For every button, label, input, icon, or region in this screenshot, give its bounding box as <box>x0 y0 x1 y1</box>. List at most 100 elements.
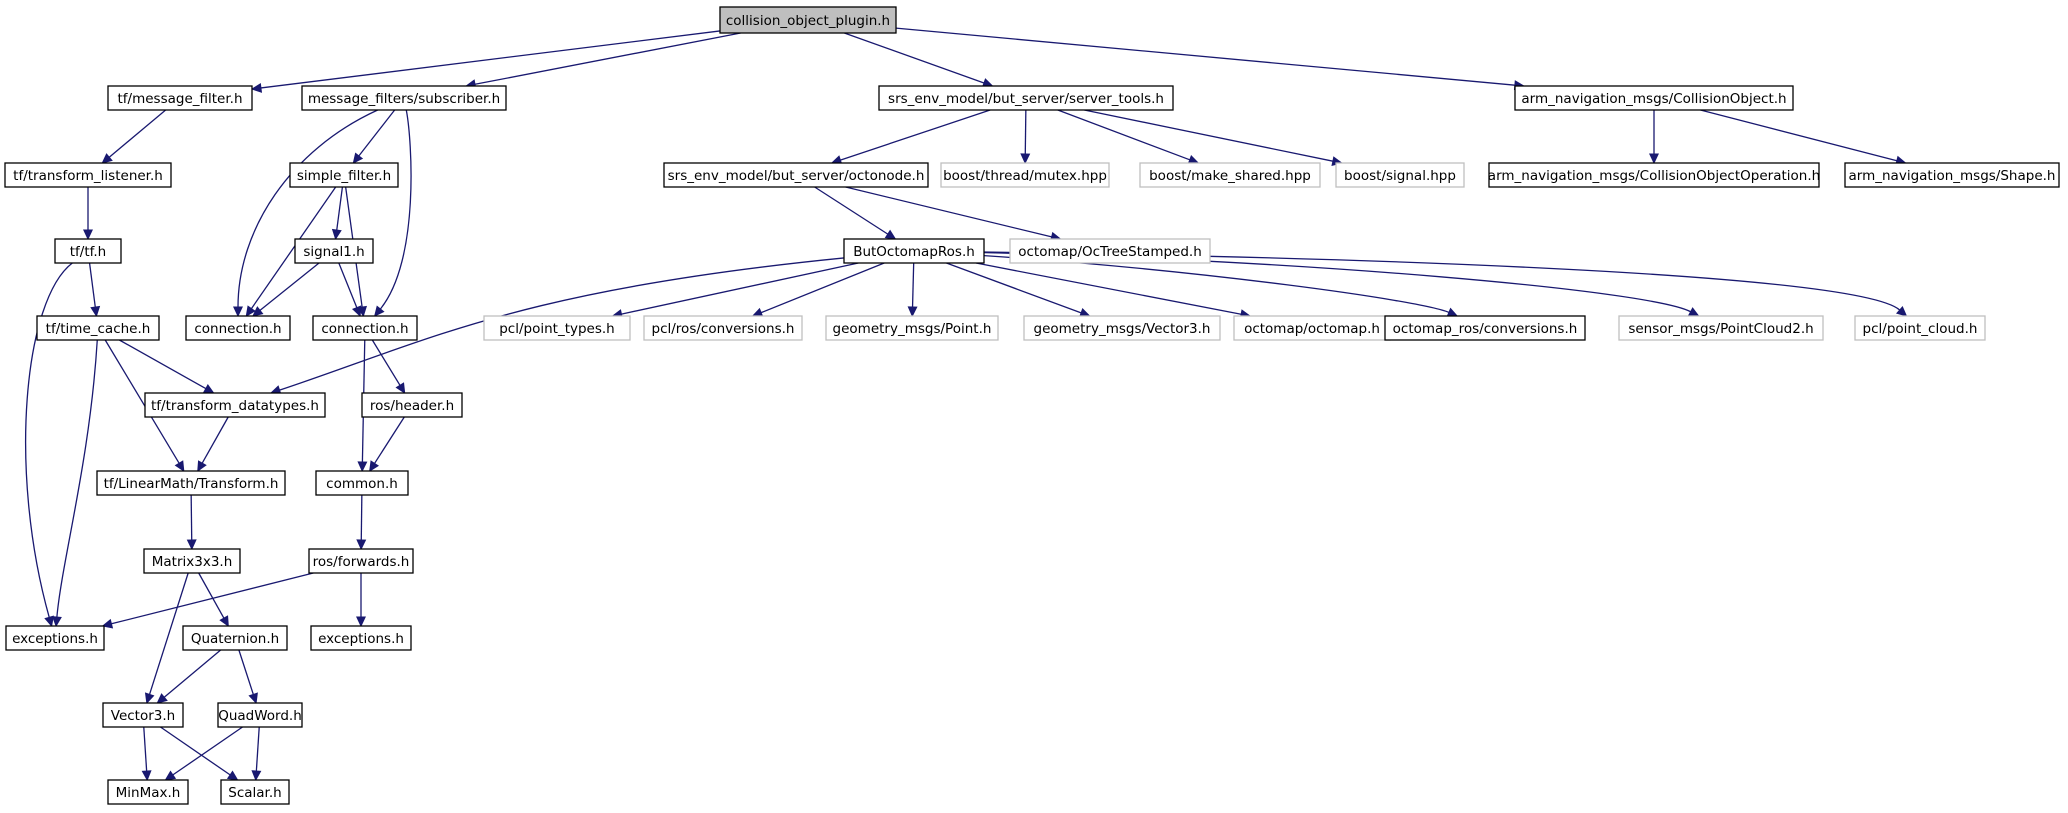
arrowhead <box>90 305 101 318</box>
node-label: sensor_msgs/PointCloud2.h <box>1628 321 1813 337</box>
node-box <box>1488 162 1820 188</box>
node-label: octomap/octomap.h <box>1244 321 1380 337</box>
node-box <box>308 548 414 574</box>
node-box <box>294 238 374 264</box>
node-box <box>1514 85 1794 111</box>
node-tf-tf-h[interactable]: tf/tf.h <box>54 238 122 264</box>
node-srs-env-model-but-server-octonode-h[interactable]: srs_env_model/but_server/octonode.h <box>663 162 929 188</box>
edge-but-octomap-ros-to-octomap-octomap <box>975 262 1252 320</box>
node-srs-env-model-but-server-server-tools-h[interactable]: srs_env_model/but_server/server_tools.h <box>878 85 1174 111</box>
node-arm-navigation-msgs-shape-h[interactable]: arm_navigation_msgs/Shape.h <box>1844 162 2060 188</box>
arrowhead <box>1446 307 1459 317</box>
node-label: simple_filter.h <box>297 168 391 184</box>
edge-signal1-to-connection-a <box>252 262 320 317</box>
node-tf-transform-listener-h[interactable]: tf/transform_listener.h <box>4 162 172 188</box>
node-matrix3x3-h[interactable]: Matrix3x3.h <box>143 548 241 574</box>
arrowhead <box>352 152 364 164</box>
node-label: octomap/OcTreeStamped.h <box>1018 244 1202 260</box>
arrowhead <box>226 770 239 781</box>
arrowhead <box>83 229 93 241</box>
node-box <box>54 238 122 264</box>
node-octomap-ros-conversions-h[interactable]: octomap_ros/conversions.h <box>1384 315 1586 341</box>
node-box <box>1384 315 1586 341</box>
edge-server-tools-to-boost-mutex <box>1020 109 1031 165</box>
arrowhead <box>202 383 215 394</box>
node-label: QuadWord.h <box>218 708 302 724</box>
node-scalar-h[interactable]: Scalar.h <box>220 779 290 805</box>
arrowhead <box>101 618 114 629</box>
node-box <box>144 392 326 418</box>
node-box <box>310 625 412 651</box>
node-message-filters-subscriber-h[interactable]: message_filters/subscriber.h <box>301 85 507 111</box>
node-boost-signal-hpp: boost/signal.hpp <box>1335 162 1465 188</box>
node-tf-transform-datatypes-h[interactable]: tf/transform_datatypes.h <box>144 392 326 418</box>
node-box <box>940 162 1110 188</box>
node-minmax-h[interactable]: MinMax.h <box>107 779 189 805</box>
edge-octonode-to-but-octomap-ros <box>814 186 897 240</box>
edge-mf-subscriber-to-connection-a <box>233 109 378 318</box>
node-label: signal1.h <box>303 244 364 260</box>
node-simple-filter-h[interactable]: simple_filter.h <box>289 162 399 188</box>
arrowhead <box>1020 153 1031 165</box>
node-connection-h[interactable]: connection.h <box>185 315 291 341</box>
node-signal1-h[interactable]: signal1.h <box>294 238 374 264</box>
node-quadword-h[interactable]: QuadWord.h <box>217 702 303 728</box>
node-butoctomapros-h[interactable]: ButOctomapRos.h <box>843 238 985 264</box>
node-arm-navigation-msgs-collisionobjectoperation-h[interactable]: arm_navigation_msgs/CollisionObjectOpera… <box>1488 162 1820 188</box>
node-tf-time-cache-h[interactable]: tf/time_cache.h <box>36 315 160 341</box>
arrowhead <box>373 305 385 317</box>
arrowhead <box>907 306 918 318</box>
node-label: ros/header.h <box>370 398 454 414</box>
arrowhead <box>144 692 155 705</box>
edge-server-tools-to-octonode <box>830 109 991 165</box>
arrowhead <box>1649 153 1659 165</box>
edge-ros-forwards-to-exceptions-a <box>101 572 314 629</box>
node-label: MinMax.h <box>116 785 181 801</box>
node-label: Matrix3x3.h <box>152 554 233 570</box>
edge-root-to-server-tools <box>844 32 994 88</box>
edge-vector3-to-minmax <box>141 726 152 782</box>
node-label: tf/LinearMath/Transform.h <box>104 476 279 492</box>
node-vector3-h[interactable]: Vector3.h <box>102 702 184 728</box>
node-connection-h[interactable]: connection.h <box>312 315 418 341</box>
node-octomap-octreestamped-h: octomap/OcTreeStamped.h <box>1009 238 1211 264</box>
edge-server-tools-to-boost-make-shared <box>1057 109 1200 165</box>
edge-signal1-to-connection-b <box>338 262 362 318</box>
arrowhead <box>395 382 406 395</box>
edge-time-cache-to-linearmath-transform <box>104 339 185 473</box>
node-box <box>1844 162 2060 188</box>
edge-time-cache-to-transform-datatypes <box>119 339 215 394</box>
node-exceptions-h[interactable]: exceptions.h <box>310 625 412 651</box>
node-ros-forwards-h[interactable]: ros/forwards.h <box>308 548 414 574</box>
node-label: tf/time_cache.h <box>46 321 151 337</box>
node-ros-header-h[interactable]: ros/header.h <box>361 392 463 418</box>
node-box <box>1618 315 1824 341</box>
node-label: ros/forwards.h <box>313 554 410 570</box>
node-common-h[interactable]: common.h <box>315 470 409 496</box>
node-quaternion-h[interactable]: Quaternion.h <box>182 625 288 651</box>
arrowhead <box>101 153 113 164</box>
node-box <box>217 702 303 728</box>
node-label: tf/transform_listener.h <box>13 168 163 184</box>
node-label: boost/signal.hpp <box>1344 168 1456 184</box>
node-exceptions-h[interactable]: exceptions.h <box>5 625 105 651</box>
edge-matrix3x3-to-quaternion <box>198 572 229 628</box>
node-box <box>663 162 929 188</box>
node-arm-navigation-msgs-collisionobject-h[interactable]: arm_navigation_msgs/CollisionObject.h <box>1514 85 1794 111</box>
node-tf-linearmath-transform-h[interactable]: tf/LinearMath/Transform.h <box>96 470 286 496</box>
edge-server-tools-to-boost-signal <box>1084 109 1343 166</box>
arrowhead <box>252 306 264 317</box>
node-tf-message-filter-h[interactable]: tf/message_filter.h <box>107 85 253 111</box>
node-box <box>301 85 507 111</box>
node-box <box>289 162 399 188</box>
node-box <box>185 315 291 341</box>
node-box <box>361 392 463 418</box>
node-boost-thread-mutex-hpp: boost/thread/mutex.hpp <box>940 162 1110 188</box>
node-label: boost/make_shared.hpp <box>1149 168 1311 184</box>
arrowhead <box>164 770 177 781</box>
arrowhead <box>357 461 368 473</box>
arrowhead <box>356 539 367 551</box>
node-collision-object-plugin-h[interactable]: collision_object_plugin.h <box>719 6 897 34</box>
node-box <box>5 625 105 651</box>
